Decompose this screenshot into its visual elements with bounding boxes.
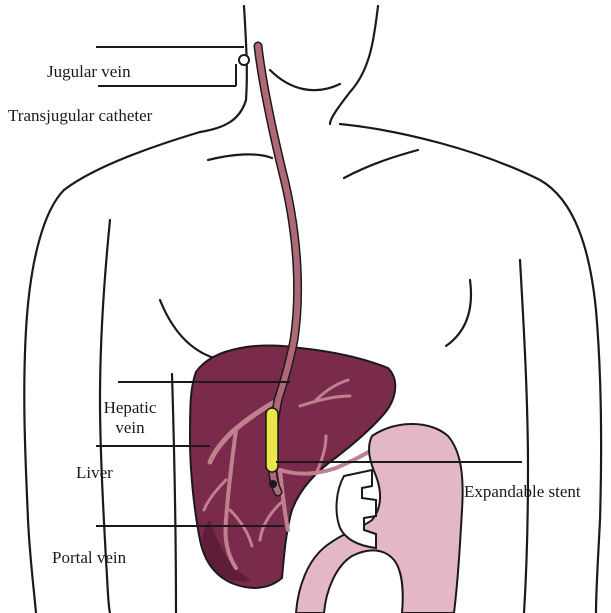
- left-clavicle: [208, 154, 272, 160]
- hepatic-vein-label: Hepatic vein: [90, 398, 170, 438]
- portal-vein-label: Portal vein: [52, 548, 126, 568]
- transjugular-catheter-label: Transjugular catheter: [8, 106, 152, 126]
- jugular-vein-label: Jugular vein: [47, 62, 131, 82]
- right-arm-inner: [520, 260, 528, 613]
- jugular-access-icon: [239, 55, 249, 65]
- expandable-stent-label: Expandable stent: [464, 482, 581, 502]
- left-chest: [160, 300, 214, 358]
- right-clavicle: [344, 150, 418, 178]
- body-outline: [24, 6, 601, 613]
- torso-left-side: [172, 374, 176, 613]
- left-shoulder: [24, 132, 200, 613]
- stent-tip-icon: [269, 480, 277, 488]
- right-chest: [446, 280, 471, 346]
- chin-line: [270, 70, 340, 90]
- liver-label: Liver: [76, 463, 113, 483]
- neck-left: [200, 6, 247, 132]
- neck-right: [330, 6, 378, 124]
